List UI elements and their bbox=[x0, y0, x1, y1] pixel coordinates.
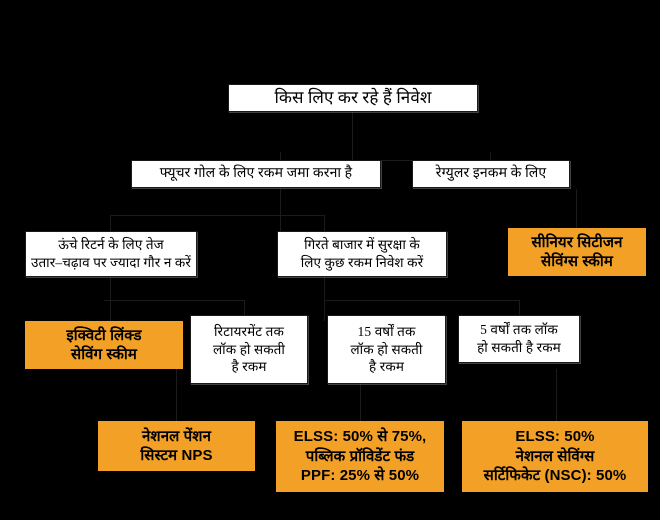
connector-l2b-to-sccs bbox=[576, 189, 577, 231]
node-level3-senior-citizen-scheme-text: सीनियर सिटीजन सेविंग्स स्कीम bbox=[531, 233, 623, 271]
node-level4-5-year-lock-text: 5 वर्षों तक लॉक हो सकती है रकम bbox=[477, 322, 561, 355]
node-level4-retirement-lock[interactable]: रिटायरमेंट तक लॉक हो सकती है रकम bbox=[190, 315, 308, 384]
connector-l2a-down bbox=[280, 189, 281, 231]
node-level4-15-year-lock-text: 15 वर्षों तक लॉक हो सकती है रकम bbox=[350, 324, 423, 375]
node-level4-elss-scheme-text: इक्विटी लिंक्ड सेविंग स्कीम bbox=[66, 326, 142, 364]
connector-l3a-to-l4 bbox=[110, 277, 111, 321]
connector-l3b-to-l4 bbox=[324, 277, 325, 321]
node-level4-5-year-lock[interactable]: 5 वर्षों तक लॉक हो सकती है रकम bbox=[458, 315, 580, 363]
connector-level4-bus-left bbox=[104, 300, 244, 301]
connector-l4c-to-nsc bbox=[556, 369, 557, 421]
node-level4-retirement-lock-text: रिटायरमेंट तक लॉक हो सकती है रकम bbox=[213, 324, 285, 375]
node-level5-nps-text: नेशनल पेंशन सिस्टम NPS bbox=[140, 427, 213, 465]
node-level3-falling-market[interactable]: गिरते बाजार में सुरक्षा के लिए कुछ रकम न… bbox=[277, 231, 447, 277]
node-level3-falling-market-text: गिरते बाजार में सुरक्षा के लिए कुछ रकम न… bbox=[300, 237, 424, 270]
connector-l4b-to-elss bbox=[360, 384, 361, 421]
node-level5-elss-nsc-text: ELSS: 50% नेशनल सेविंग्स सर्टिफिकेट (NSC… bbox=[483, 428, 627, 485]
node-title[interactable]: किस लिए कर रहे हैं निवेश bbox=[228, 84, 478, 112]
node-level3-high-return[interactable]: ऊंचे रिटर्न के लिए तेज उतार–चढ़ाव पर ज्य… bbox=[25, 231, 197, 277]
node-level5-elss-nsc[interactable]: ELSS: 50% नेशनल सेविंग्स सर्टिफिकेट (NSC… bbox=[462, 421, 648, 492]
node-level2-future-goal[interactable]: फ्यूचर गोल के लिए रकम जमा करना है bbox=[131, 160, 381, 188]
node-level3-high-return-text: ऊंचे रिटर्न के लिए तेज उतार–चढ़ाव पर ज्य… bbox=[30, 237, 191, 270]
node-level2-future-goal-text: फ्यूचर गोल के लिए रकम जमा करना है bbox=[159, 165, 353, 181]
connector-l3b-down bbox=[324, 215, 325, 231]
connector-l4b-down bbox=[244, 300, 245, 321]
node-level2-regular-income-text: रेग्युलर इनकम के लिए bbox=[435, 165, 547, 181]
node-level3-senior-citizen-scheme[interactable]: सीनियर सिटीजन सेविंग्स स्कीम bbox=[508, 228, 646, 276]
node-level5-elss-ppf-text: ELSS: 50% से 75%, पब्लिक प्रॉविडेंट फंड … bbox=[293, 428, 427, 485]
connector-level2-bus bbox=[280, 160, 490, 161]
connector-level2-left-down bbox=[280, 152, 281, 162]
connector-title-down bbox=[352, 110, 353, 162]
node-level5-elss-ppf[interactable]: ELSS: 50% से 75%, पब्लिक प्रॉविडेंट फंड … bbox=[276, 421, 444, 492]
node-level4-15-year-lock[interactable]: 15 वर्षों तक लॉक हो सकती है रकम bbox=[327, 315, 446, 384]
node-level4-elss-scheme[interactable]: इक्विटी लिंक्ड सेविंग स्कीम bbox=[25, 321, 183, 369]
connector-l4d-down bbox=[519, 300, 520, 321]
connector-level3-bus bbox=[110, 215, 325, 216]
node-title-text: किस लिए कर रहे हैं निवेश bbox=[274, 87, 432, 107]
node-level2-regular-income[interactable]: रेग्युलर इनकम के लिए bbox=[412, 160, 570, 188]
connector-level4-bus-right bbox=[324, 300, 519, 301]
connector-level2-right-down bbox=[490, 152, 491, 162]
connector-l4a-to-nps bbox=[176, 369, 177, 421]
node-level5-nps[interactable]: नेशनल पेंशन सिस्टम NPS bbox=[98, 421, 255, 471]
connector-l3a-down bbox=[110, 215, 111, 231]
